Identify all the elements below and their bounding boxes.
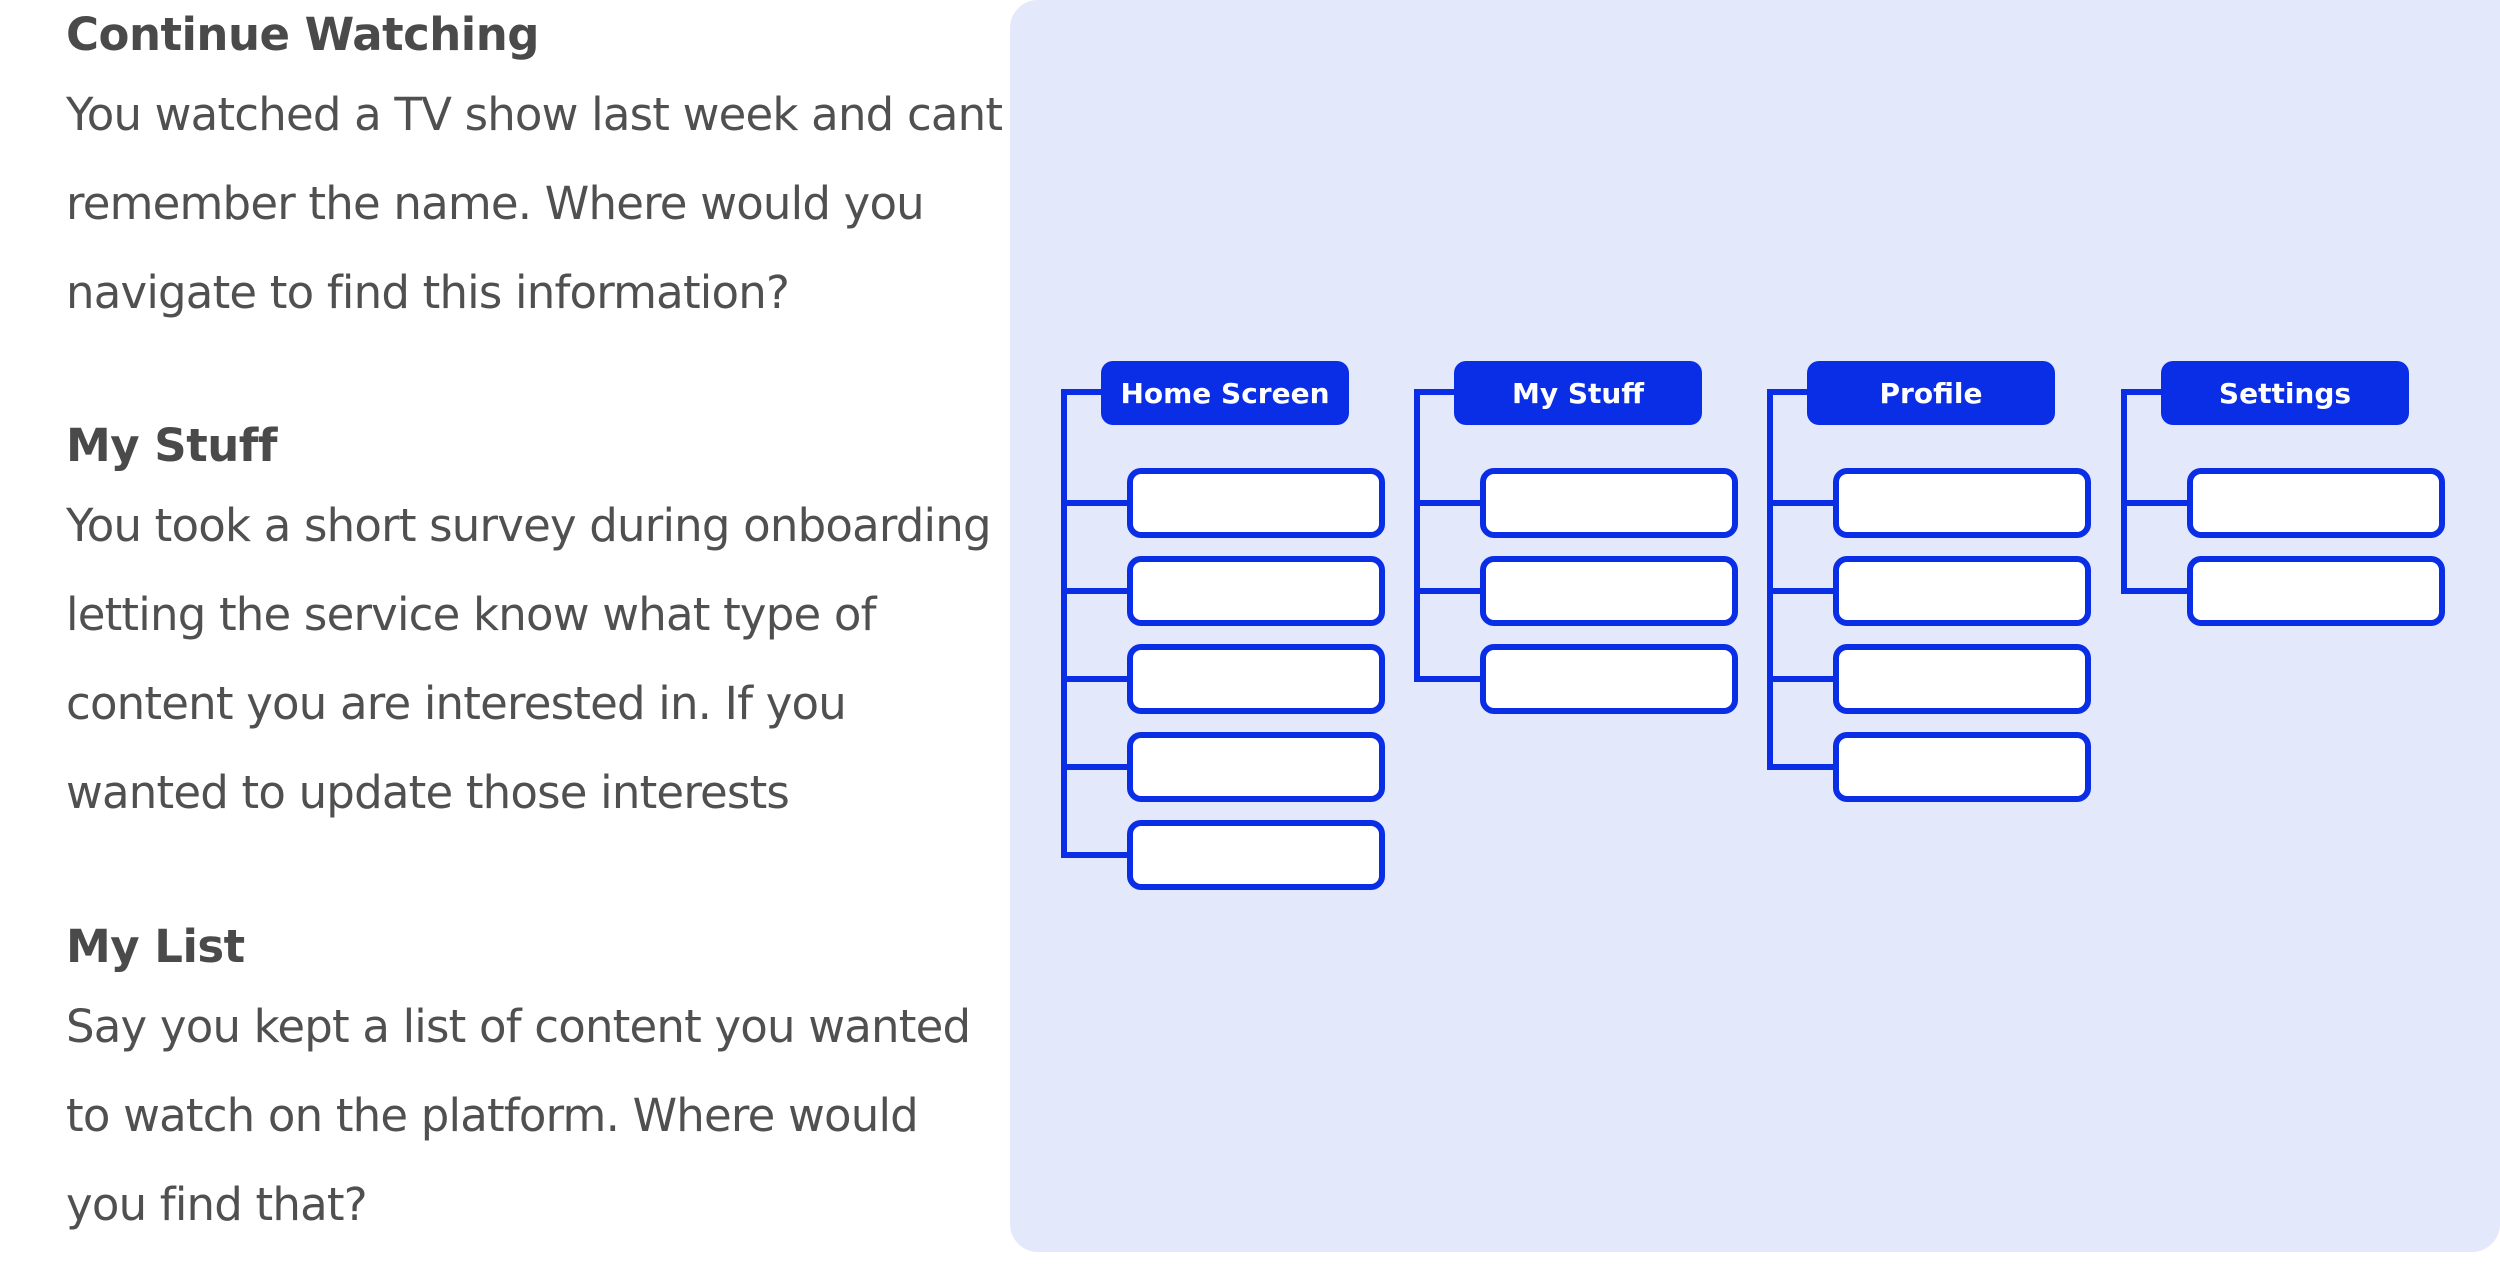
sitemap-connector bbox=[1061, 676, 1129, 682]
sitemap-connector bbox=[2121, 389, 2163, 395]
sitemap-connector bbox=[1414, 588, 1482, 594]
sitemap-connector bbox=[1061, 588, 1129, 594]
sitemap-child-box bbox=[1833, 468, 2091, 538]
sitemap-connector bbox=[1061, 500, 1129, 506]
sitemap-trunk bbox=[1061, 389, 1067, 858]
sitemap-connector bbox=[1767, 676, 1835, 682]
sitemap-connector bbox=[1061, 852, 1129, 858]
sitemap-trunk bbox=[1767, 389, 1773, 770]
sitemap-child-box bbox=[1127, 556, 1385, 626]
task-title: Continue Watching bbox=[66, 8, 539, 61]
task-title: My List bbox=[66, 920, 245, 973]
sitemap-child-box bbox=[1833, 732, 2091, 802]
sitemap-trunk bbox=[1414, 389, 1420, 682]
task-description: You took a short survey during onboardin… bbox=[66, 481, 1006, 837]
sitemap-child-box bbox=[1480, 644, 1738, 714]
sitemap-panel: Home Screen My Stuff Profile Settings bbox=[1010, 0, 2500, 1252]
task-description: You watched a TV show last week and cant… bbox=[66, 70, 1006, 337]
sitemap-trunk bbox=[2121, 389, 2127, 594]
sitemap-connector bbox=[1767, 764, 1835, 770]
sitemap-child-box bbox=[1833, 644, 2091, 714]
sitemap-child-box bbox=[1127, 820, 1385, 890]
task-line: letting the service know what type of bbox=[66, 588, 877, 641]
sitemap-connector bbox=[1061, 389, 1103, 395]
sitemap-connector bbox=[1767, 588, 1835, 594]
task-line: you find that? bbox=[66, 1178, 368, 1231]
sitemap-connector bbox=[2121, 500, 2189, 506]
sitemap-connector bbox=[1414, 676, 1482, 682]
sitemap-connector bbox=[2121, 588, 2189, 594]
task-line: You took a short survey during onboardin… bbox=[66, 499, 992, 552]
sitemap-child-box bbox=[1833, 556, 2091, 626]
task-my-list: My List Say you kept a list of content y… bbox=[66, 912, 1006, 1249]
sitemap-child-box bbox=[1127, 732, 1385, 802]
task-title: My Stuff bbox=[66, 419, 277, 472]
sitemap-child-box bbox=[2187, 556, 2445, 626]
sitemap-node-home-screen: Home Screen bbox=[1101, 361, 1349, 425]
sitemap-child-box bbox=[1480, 556, 1738, 626]
task-my-stuff: My Stuff You took a short survey during … bbox=[66, 411, 1006, 837]
sitemap-child-box bbox=[1127, 644, 1385, 714]
sitemap-child-box bbox=[2187, 468, 2445, 538]
sitemap-node-profile: Profile bbox=[1807, 361, 2055, 425]
sitemap-connector bbox=[1414, 389, 1456, 395]
task-continue-watching: Continue Watching You watched a TV show … bbox=[66, 0, 1006, 337]
task-line: content you are interested in. If you bbox=[66, 677, 847, 730]
task-line: navigate to find this information? bbox=[66, 266, 790, 319]
sitemap-child-box bbox=[1127, 468, 1385, 538]
task-line: wanted to update those interests bbox=[66, 766, 790, 819]
sitemap-node-settings: Settings bbox=[2161, 361, 2409, 425]
sitemap-connector bbox=[1061, 764, 1129, 770]
task-line: remember the name. Where would you bbox=[66, 177, 925, 230]
task-line: to watch on the platform. Where would bbox=[66, 1089, 919, 1142]
sitemap-child-box bbox=[1480, 468, 1738, 538]
task-description: Say you kept a list of content you wante… bbox=[66, 982, 1006, 1249]
task-line: Say you kept a list of content you wante… bbox=[66, 1000, 971, 1053]
sitemap-connector bbox=[1414, 500, 1482, 506]
task-line: You watched a TV show last week and cant bbox=[66, 88, 1003, 141]
sitemap-node-my-stuff: My Stuff bbox=[1454, 361, 1702, 425]
sitemap-connector bbox=[1767, 389, 1809, 395]
sitemap-connector bbox=[1767, 500, 1835, 506]
